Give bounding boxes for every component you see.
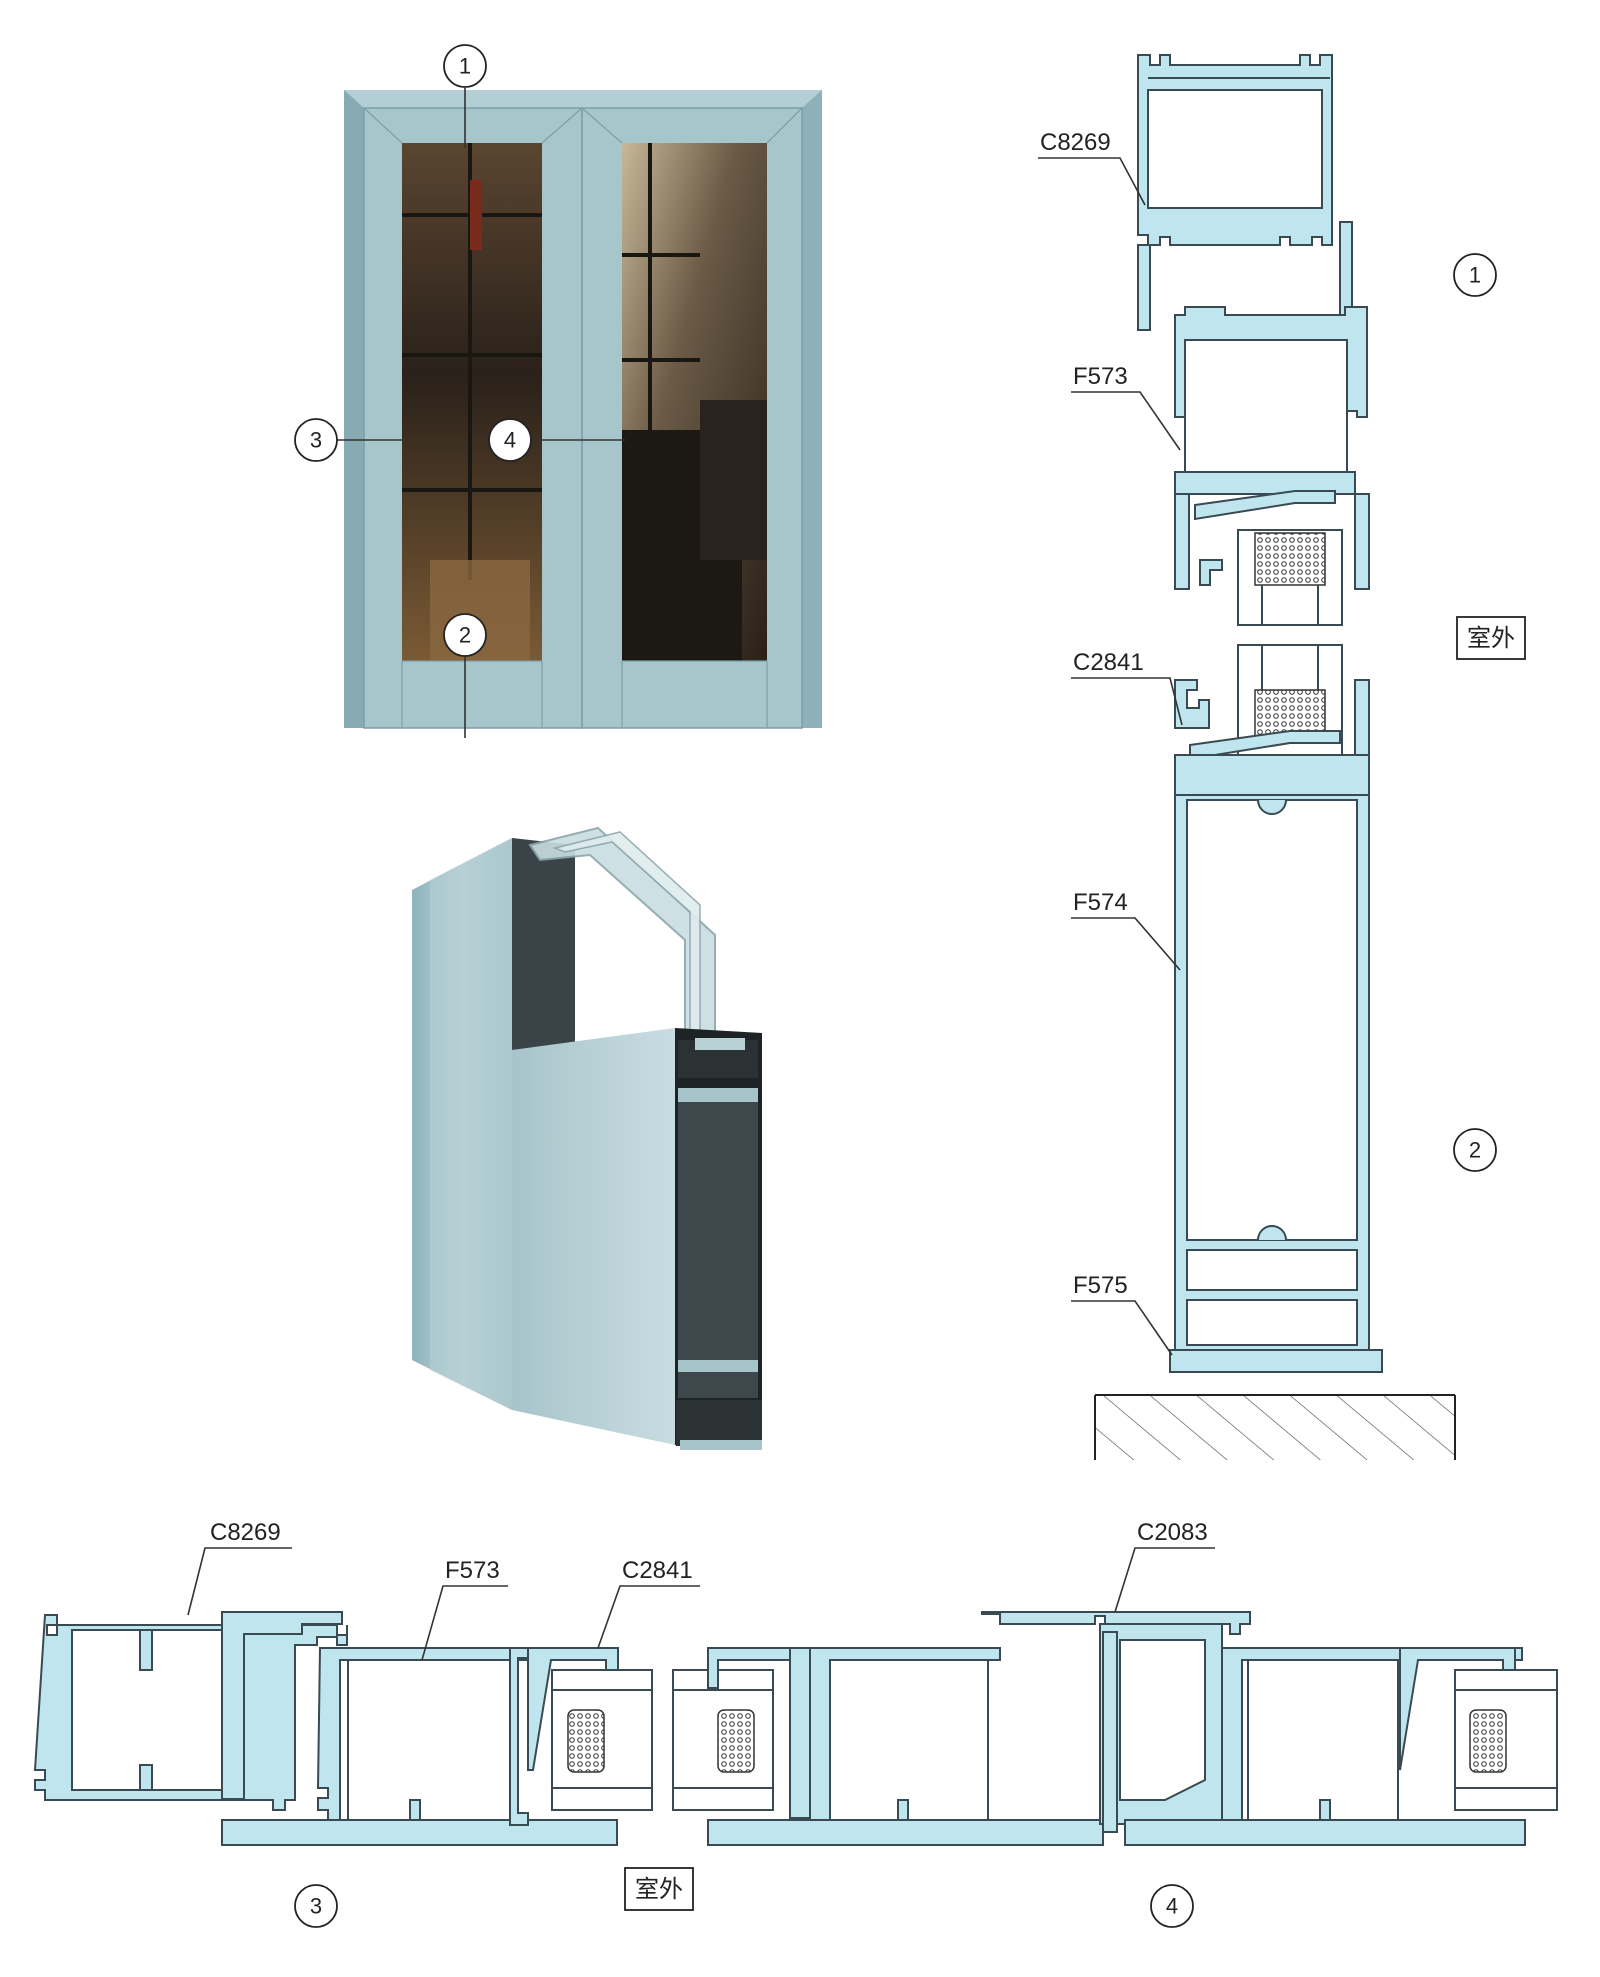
- svg-text:F575: F575: [1073, 1272, 1128, 1299]
- svg-text:F573: F573: [445, 1557, 500, 1584]
- svg-text:C2083: C2083: [1137, 1519, 1208, 1546]
- svg-text:室外: 室外: [635, 1875, 683, 1903]
- svg-text:3: 3: [310, 1894, 322, 1919]
- door-illustration: [344, 90, 822, 729]
- svg-text:3: 3: [310, 428, 322, 453]
- svg-text:4: 4: [1166, 1894, 1178, 1919]
- outdoor-label-vertical: 室外: [1456, 616, 1526, 660]
- floor-hatch: [1095, 1395, 1455, 1460]
- svg-text:1: 1: [1469, 263, 1481, 288]
- svg-text:C8269: C8269: [210, 1519, 281, 1546]
- svg-text:室外: 室外: [1467, 624, 1515, 652]
- profile-3d-render: [412, 826, 762, 1450]
- door-callout-1: 1: [443, 44, 487, 88]
- svg-text:C2841: C2841: [622, 1557, 693, 1584]
- svg-text:C2841: C2841: [1073, 649, 1144, 676]
- label-c2841-vertical: C2841: [1071, 649, 1183, 726]
- horizontal-section-4: [672, 1611, 1558, 1846]
- door-callout-2: 2: [443, 613, 487, 657]
- label-f574-vertical: F574: [1071, 889, 1181, 971]
- svg-text:1: 1: [459, 54, 471, 79]
- label-c8269-horizontal: C8269: [187, 1519, 292, 1616]
- svg-text:C8269: C8269: [1040, 129, 1111, 156]
- section-callout-4: 4: [1150, 1884, 1194, 1928]
- label-f575-vertical: F575: [1071, 1272, 1173, 1356]
- section-callout-2: 2: [1453, 1128, 1497, 1172]
- svg-text:2: 2: [1469, 1138, 1481, 1163]
- section-callout-3: 3: [294, 1884, 338, 1928]
- door-callout-3: 3: [294, 418, 338, 462]
- outdoor-label-horizontal: 室外: [624, 1867, 694, 1911]
- door-callout-lines: [335, 88, 625, 738]
- svg-text:2: 2: [459, 623, 471, 648]
- svg-text:F573: F573: [1073, 363, 1128, 390]
- door-callout-4: 4: [488, 418, 532, 462]
- label-c2841-horizontal: C2841: [597, 1557, 700, 1649]
- vertical-section: [1094, 54, 1456, 1460]
- svg-text:4: 4: [504, 428, 516, 453]
- label-c2083-horizontal: C2083: [1114, 1519, 1215, 1613]
- horizontal-section-3: [33, 1611, 653, 1846]
- label-c8269-vertical: C8269: [1038, 129, 1146, 206]
- label-f573-vertical: F573: [1071, 363, 1181, 451]
- label-f573-horizontal: F573: [421, 1557, 508, 1661]
- svg-text:F574: F574: [1073, 889, 1128, 916]
- section-callout-1: 1: [1453, 253, 1497, 297]
